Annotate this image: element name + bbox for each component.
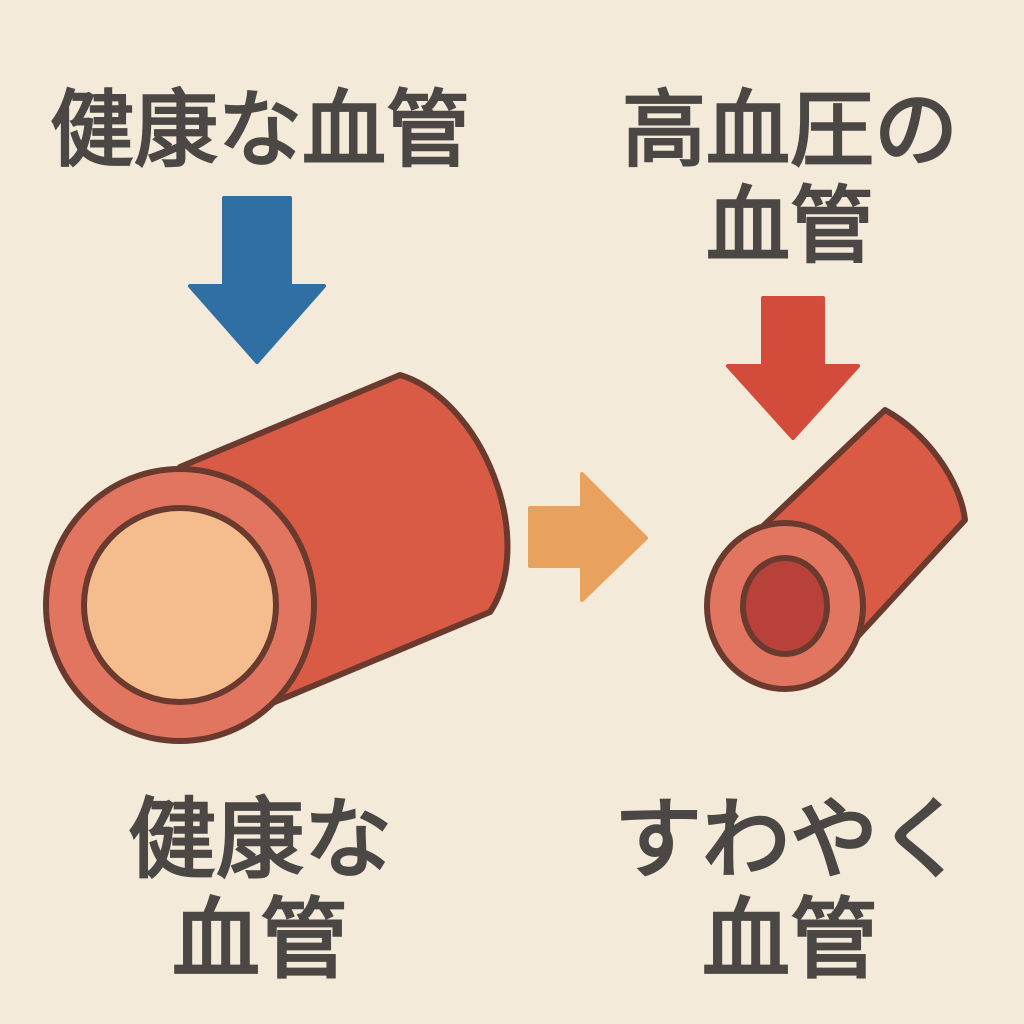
hypertension-title-line1: 高血圧の [621, 81, 958, 179]
transition-arrow-icon [528, 472, 648, 602]
healthy-vessel-caption: 健康な 血管 [40, 790, 480, 990]
healthy-pressure-arrow-icon [188, 196, 326, 364]
healthy-vessel-lumen [81, 505, 279, 705]
narrow-caption-line1: すわやく [613, 788, 966, 891]
narrow-vessel-caption: すわやく 血管 [590, 790, 990, 990]
healthy-vessel [43, 372, 511, 744]
healthy-vessel-title: 健康な血管 [49, 81, 470, 179]
hypertension-vessel [704, 407, 968, 692]
healthy-caption-line2: 血管 [171, 888, 348, 991]
healthy-caption-line1: 健康な [127, 788, 392, 891]
hypertension-vessel-title: 高血圧の 血管 [600, 82, 980, 274]
hypertension-pressure-arrow-icon [726, 296, 860, 440]
narrow-caption-line2: 血管 [701, 888, 878, 991]
hypertension-vessel-lumen [740, 555, 830, 657]
hypertension-title-line2: 血管 [705, 177, 874, 275]
